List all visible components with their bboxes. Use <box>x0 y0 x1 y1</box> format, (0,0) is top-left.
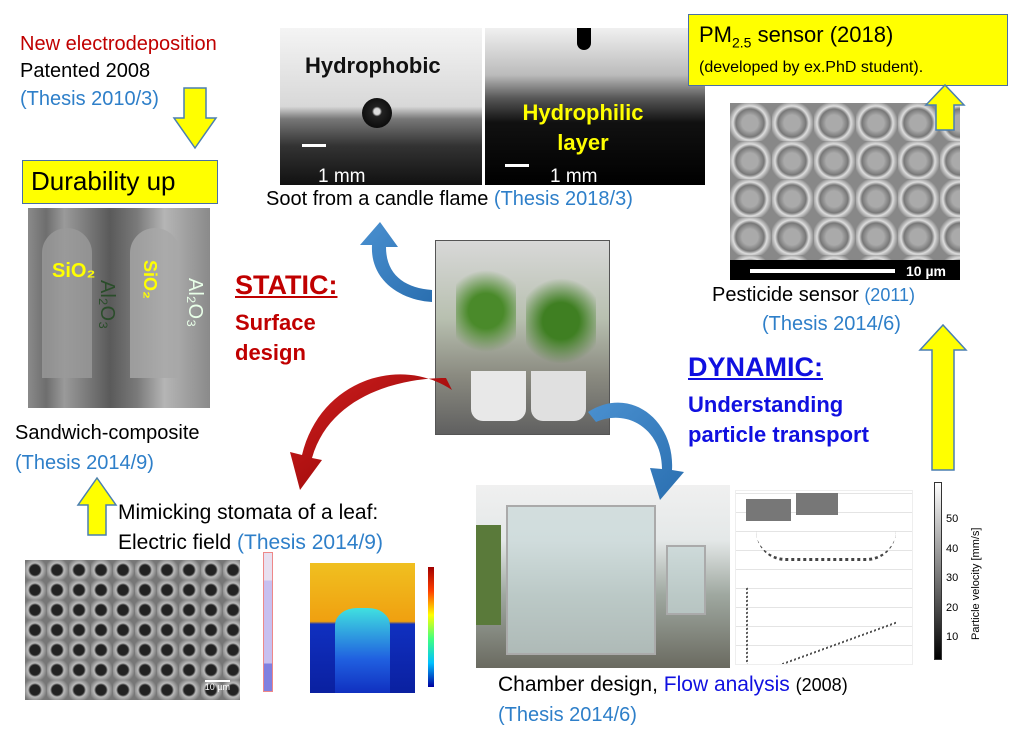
yellow-up-arrow-icon <box>76 476 118 536</box>
sandwich-thesis: (Thesis 2014/9) <box>15 452 154 474</box>
sandwich-sem-image: SiO₂ SiO₂ Al₂O₃ Al₂O₃ <box>28 208 210 408</box>
chamber-label: Chamber design, <box>498 673 658 696</box>
pm-sub: 2.5 <box>732 34 752 51</box>
particle-3d-plot <box>735 490 913 665</box>
field-colorbar <box>428 567 434 687</box>
dynamic-line1: Understanding <box>688 392 844 417</box>
stomata-thesis: (Thesis 2014/9) <box>237 531 383 554</box>
velocity-colorbar <box>934 482 942 660</box>
pesticide-thesis: (Thesis 2014/6) <box>762 313 901 335</box>
static-line1: Surface <box>235 310 316 335</box>
pesticide-label: Pesticide sensor <box>712 284 859 306</box>
colorbar-tick: 30 <box>946 572 959 584</box>
sandwich-title: Sandwich-composite <box>15 422 200 444</box>
electric-field-simulation <box>310 563 415 693</box>
yellow-down-arrow-icon <box>172 87 218 150</box>
hydrophobic-label: Hydrophobic <box>305 53 441 78</box>
pesticide-year: (2011) <box>864 285 916 305</box>
al2o3-label: Al₂O₃ <box>96 280 118 330</box>
hydrophobic-image: Hydrophobic 1 mm <box>280 28 482 185</box>
colorbar-tick: 20 <box>946 601 959 614</box>
porous-sem-image: 10 µm <box>25 560 240 700</box>
pm-suffix: sensor (2018) <box>751 22 894 47</box>
colorbar-title: Particle velocity [mm/s] <box>970 527 982 640</box>
scale-label: 1 mm <box>318 166 366 185</box>
sio2-label: SiO₂ <box>140 260 160 300</box>
scale-label: 1 mm <box>550 166 598 185</box>
pesticide-scale: 10 µm <box>906 263 946 279</box>
stomata-title: Mimicking stomata of a leaf: <box>118 501 379 524</box>
yellow-up-arrow-icon <box>918 323 968 471</box>
electrodeposition-text: New electrodeposition <box>20 33 217 55</box>
thesis-2010-text: (Thesis 2010/3) <box>20 88 159 110</box>
soot-label: Soot from a candle flame <box>266 188 489 210</box>
dynamic-line2: particle transport <box>688 422 869 447</box>
static-line2: design <box>235 340 306 365</box>
patented-text: Patented 2008 <box>20 60 151 82</box>
pm-subtitle: (developed by ex.PhD student). <box>699 59 924 77</box>
pore-schematic <box>263 552 273 692</box>
colorbar-tick: 40 <box>946 542 959 555</box>
chamber-photo <box>476 485 730 668</box>
pm-prefix: PM <box>699 22 732 47</box>
pesticide-sem-image: 10 µm <box>730 103 960 280</box>
colorbar-ticks: 50 40 30 20 10 <box>946 505 958 653</box>
blue-curved-arrow-icon <box>360 222 432 302</box>
colorbar-tick: 50 <box>946 513 959 525</box>
red-curved-arrow-icon <box>290 374 452 490</box>
flow-analysis-link: Flow analysis <box>663 673 790 696</box>
chamber-year: (2008) <box>795 675 848 695</box>
electric-field-text: Electric field <box>118 531 232 554</box>
pm-sensor-box: PM2.5 sensor (2018) (developed by ex.PhD… <box>688 14 1008 86</box>
chamber-thesis: (Thesis 2014/6) <box>498 704 637 726</box>
plant-photo <box>435 240 610 435</box>
sio2-label: SiO₂ <box>52 260 96 282</box>
colorbar-tick: 10 <box>946 631 959 643</box>
static-title: STATIC: <box>235 270 338 300</box>
al2o3-label: Al₂O₃ <box>184 278 206 328</box>
dynamic-title: DYNAMIC: <box>688 352 823 382</box>
durability-box: Durability up <box>22 160 218 204</box>
porous-scale-bar: 10 µm <box>204 680 230 692</box>
hydrophilic-image: Hydrophilic layer 1 mm <box>485 28 705 185</box>
soot-thesis: (Thesis 2018/3) <box>493 188 633 210</box>
hydrophilic-label: Hydrophilic layer <box>522 100 644 155</box>
